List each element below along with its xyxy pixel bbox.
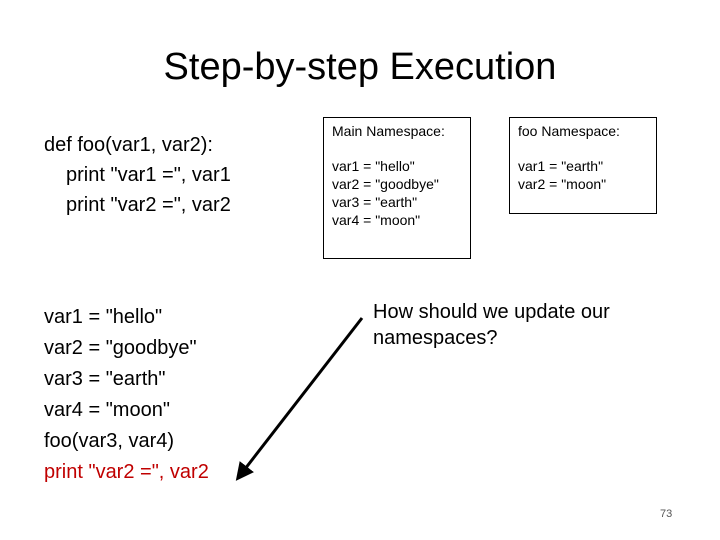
slide-title: Step-by-step Execution xyxy=(163,46,557,88)
code-line-assign-var1: var1 = "hello" xyxy=(44,306,163,328)
code-line-current-print: print "var2 =", var2 xyxy=(44,461,209,483)
code-line-assign-var4: var4 = "moon" xyxy=(44,399,170,421)
arrow-line xyxy=(235,317,364,481)
main-namespace-entry: var4 = "moon" xyxy=(332,212,421,228)
main-namespace-heading: Main Namespace: xyxy=(332,123,445,139)
question-line: How should we update our xyxy=(373,301,610,323)
main-namespace-box: Main Namespace: var1 = "hello" var2 = "g… xyxy=(323,117,471,259)
page-number: 73 xyxy=(660,508,673,520)
foo-namespace-entry: var1 = "earth" xyxy=(518,158,604,174)
code-line-print-var2: print "var2 =", var2 xyxy=(66,194,231,216)
main-namespace-entry: var3 = "earth" xyxy=(332,194,418,210)
code-line-assign-var2: var2 = "goodbye" xyxy=(44,337,197,359)
main-namespace-entry: var1 = "hello" xyxy=(332,158,415,174)
foo-namespace-heading: foo Namespace: xyxy=(518,123,620,139)
main-namespace-entry: var2 = "goodbye" xyxy=(332,176,439,192)
foo-namespace-box: foo Namespace: var1 = "earth" var2 = "mo… xyxy=(509,117,657,214)
main-program-code: var1 = "hello" var2 = "goodbye" var3 = "… xyxy=(44,302,209,488)
question-line: namespaces? xyxy=(373,327,498,349)
code-line-print-var1: print "var1 =", var1 xyxy=(66,164,231,186)
function-definition-code: def foo(var1, var2): print "var1 =", var… xyxy=(44,130,231,220)
code-line-assign-var3: var3 = "earth" xyxy=(44,368,166,390)
code-line-call-foo: foo(var3, var4) xyxy=(44,430,175,452)
question-text: How should we update our namespaces? xyxy=(373,299,610,351)
code-line-def: def foo(var1, var2): xyxy=(44,134,213,156)
foo-namespace-entry: var2 = "moon" xyxy=(518,176,607,192)
